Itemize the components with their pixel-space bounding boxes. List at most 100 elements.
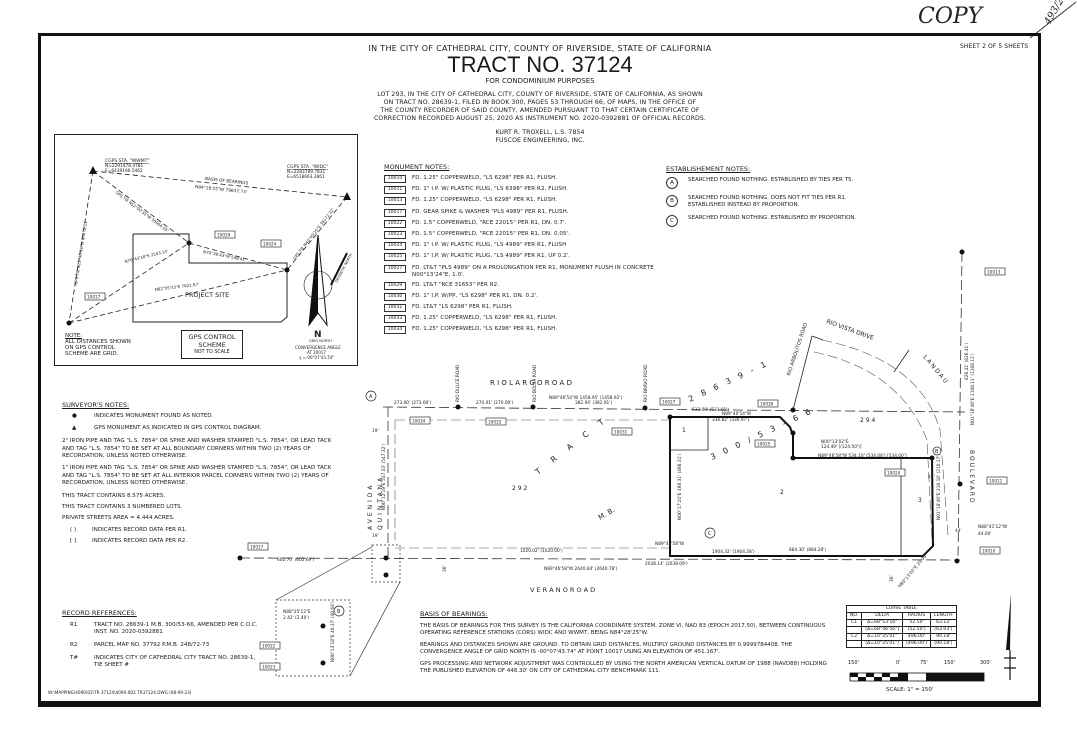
street-rio-dulce: RIO DULCE ROAD [455,364,461,402]
marker-a [365,390,377,402]
gps-note-line: ON GPS CONTROL [65,345,115,351]
reference-id: R1 [70,622,78,628]
convergence-line: γ =-00°07'43.74" [299,355,334,360]
street-avenida: AVENIDA [367,483,374,531]
paren-text: INDICATES RECORD DATA PER R1. [92,526,188,533]
widc-n: N=2283789.7831 [287,169,326,175]
monument-tag: 10010 [384,175,406,183]
dim-label: 1904.32' (1904.28') [712,549,755,555]
establishment-note-text: SEARCHED FOUND NOTHING. ESTABLISHED BY T… [688,177,854,183]
legend-triangle-text: GPS MONUMENT AS INDICATED IN GPS CONTROL… [94,424,262,431]
establishment-marker: A [666,177,678,189]
gps-note: NOTE: ALL DISTANCES SHOWN ON GPS CONTROL… [65,333,131,357]
monument-tag: 10023 [384,230,406,239]
wwmt-e: E=6439196.5462 [105,168,143,174]
monument-tag [84,292,106,301]
bracket-text: INDICATES RECORD DATA PER R2. [92,538,188,545]
dim-label: 30' [442,565,448,572]
dim-label: 602.70' (602.69') [277,557,314,563]
basis-line [92,170,348,198]
record-references-title: RECORD REFERENCES: [62,609,137,617]
dim-label: 884.30' (884.28') [789,547,826,553]
north-arrow-icon: N GRID NORTH GEODETIC NORTH [303,234,353,343]
dim-label: 124.49' [(124.50')] [821,444,862,450]
convergence-line: AT 10017 [307,350,326,355]
acres-note: THIS TRACT CONTAINS 8.575 ACRES. [62,492,166,499]
lot-3: 3 [918,497,922,504]
monument-note-text: FD. 1.25" COPPERWELD, "LS 6298" PER R1, … [412,326,558,333]
monument-tag-box [884,468,906,477]
sheet-number: SHEET 2 OF 5 SHEETS [960,43,1029,50]
dim-label: N00°13'02"E [821,439,849,445]
monument-note-text: FD. 1" I.P. W/PP, "LS 6298" PER R1, DN. … [412,292,539,299]
curve-table-cell [845,640,863,648]
tie-line-3 [68,170,94,324]
basis-title: BASIS OF BEARINGS: [420,610,488,618]
street-rio-arbolitos: RIO ARBOLITOS ROAD [786,322,809,377]
monument-tag-box [979,546,1001,555]
establishment-notes-title: ESTABLISHEMENT NOTES: [666,165,751,173]
project-site-outline [132,233,288,323]
dim-label: N01°18'46"E 1108.11' (1108.11') [970,353,976,425]
monument-tag-box [611,427,633,436]
monument-note-text: FD. 1.5" COPPERWELD, "RCE 22015" PER R1,… [412,219,567,226]
establishment-note-text: SEARCHED FOUND NOTHING. DOES NOT FIT TIE… [688,195,847,208]
monument-tag: 10031 [384,304,406,313]
monument-tag-box [409,416,431,425]
dim-label: N89°46'58"W [655,541,685,547]
curve-table-cell: (496.00') [902,640,932,648]
monument-tag-10034: 10034 [412,419,426,424]
scale-tick-label: 75' [920,660,928,666]
gps-scheme-box: GPS CONTROL SCHEME NOT TO SCALE [181,330,243,359]
dim-label: 533.00' (533.01') [692,407,729,413]
monument-tag-10024: 10024 [887,471,901,476]
monument-tag: 10029 [384,281,406,290]
monument-tag-box [247,542,269,551]
reference-text: PARCEL MAP NO. 37792 P.M.B. 248/72-73 [94,642,210,648]
dim-label: 270.01' (270.00') [476,400,513,406]
surveyor-name: KURT R. TROXELL, L.S. 7854 [495,129,585,136]
dim-label: 44.00' [978,531,991,537]
street-rio-largo: R I O L A R G O R O A D [490,379,572,387]
dim-label: 336.82' (336.97') [712,417,749,423]
dim-label: N00°17'24"E 498.31' (498.31') [677,454,683,520]
surveyor-notes-title: SURVEYOR'S NOTES: [62,401,130,409]
lots-note: THIS TRACT CONTAINS 3 NUMBERED LOTS. [62,504,183,511]
wwmt-label: CGPS STA. "WWMT" [105,158,149,164]
dim-label: N00°12'19"E 547.33' (547.32') [381,444,387,510]
basis-paragraph: THE BASIS OF BEARINGS FOR THIS SURVEY IS… [420,623,826,636]
surveyor-notes: SURVEYOR'S NOTES: ●INDICATES MONUMENT FO… [62,401,332,546]
dim-label: N89°46'54"W 1458.95' (1458.92') [549,395,622,401]
monument-note-text: FD. 1.25" COPPERWELD, "LS 6298" PER R1, … [412,175,558,181]
monument-tag-box [259,662,281,671]
note-paragraph: 1" IRON PIPE AND TAG "L.S. 7854" OR SPIK… [62,465,332,487]
verano-centerline [239,557,961,561]
curve-table-cell: (90.18') [930,640,957,648]
monument-tag: 10034 [384,326,406,335]
monument-note-text: FD. 1" I.P. W/ PLASTIC PLUG, "LS 6398" P… [412,186,569,193]
dim-label: N88°41'12"W [978,524,1008,530]
file-path: W:\MAPPING\4090\02\TR 37124\4090-002 TR3… [48,690,192,695]
marker-c-label: C [708,531,712,537]
dim-label: 30' [889,575,895,582]
description-line: CORRECTION RECORDED AUGUST 25, 2020 AS I… [374,115,706,122]
gps-triangle [343,192,351,200]
monument-tag-10010: 10010 [982,549,996,554]
scale-bar-graphic [849,672,985,682]
monument-tag-10023: 10023 [262,665,276,670]
gps-diagram-drawing: CGPS STA. "WWMT" N=2291478.4781 E=643919… [66,158,353,360]
lot1-line [670,417,709,451]
lot-294: 2 9 4 [860,417,875,424]
dim-label: N89°46'58"W 2640.84' (2640.78') [544,566,617,572]
monument-tag-box [754,439,776,448]
rio-largo-centerline [382,406,966,413]
grid-north-label: GRID NORTH [309,339,332,343]
basis-paragraph: GPS PROCESSING AND NETWORK ADJUSTMENT WA… [420,661,827,674]
monument-tag-10017: 10017 [250,545,264,550]
monument-note-text: FD. 1" I.P. W/ PLASTIC PLUG, "LS 4989" P… [412,242,567,249]
